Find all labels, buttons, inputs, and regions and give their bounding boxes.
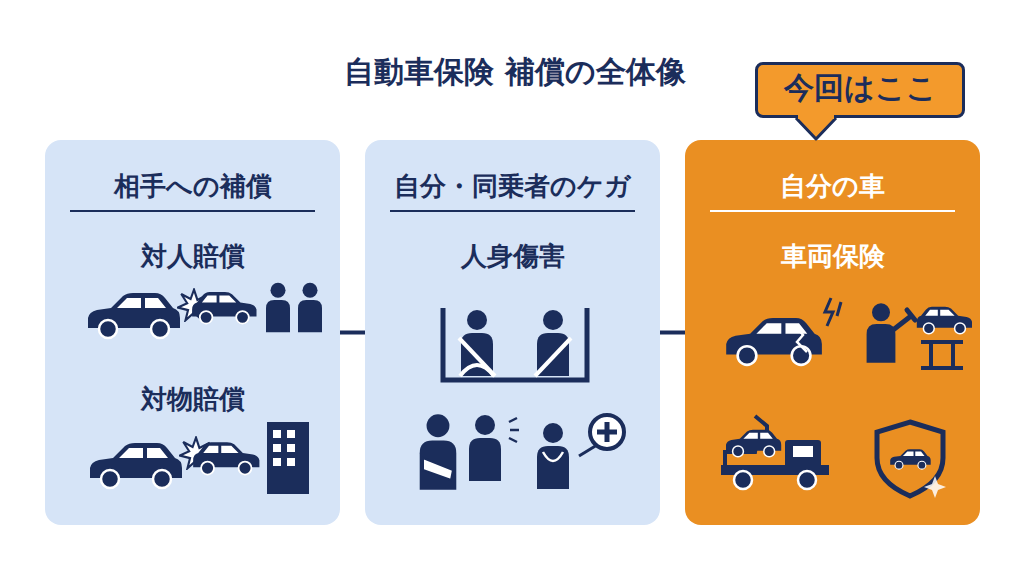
- coverage-name: 対物賠償: [141, 383, 245, 417]
- callout-text: 今回はここ: [784, 68, 937, 107]
- text-slot: 自分・同乗者のケガ: [390, 170, 635, 212]
- coverage-panel: 自分・同乗者のケガ人身傷害: [365, 140, 660, 525]
- coverage-panel: 自分の車車両保険: [685, 140, 980, 525]
- text-slot: 車両保険: [685, 240, 980, 274]
- panel-heading: 自分・同乗者のケガ: [394, 170, 631, 204]
- coverage-name: 車両保険: [781, 240, 885, 274]
- coverage-name: 対人賠償: [141, 240, 245, 274]
- text-slot: 対物賠償: [45, 383, 340, 417]
- panel-connector: [660, 331, 685, 335]
- text-slot: 自分の車: [710, 170, 955, 212]
- text-slot: 相手への補償: [70, 170, 315, 212]
- text-slot: 対人賠償: [45, 240, 340, 274]
- diagram-title: 自動車保険 補償の全体像: [344, 52, 685, 91]
- panel-connector: [340, 331, 365, 335]
- coverage-panel: 相手への補償対人賠償対物賠償: [45, 140, 340, 525]
- coverage-name: 人身傷害: [461, 240, 565, 274]
- callout-bubble: 今回はここ: [755, 62, 965, 118]
- text-slot: 人身傷害: [365, 240, 660, 274]
- text-slot: 今回はここ: [758, 68, 962, 107]
- panel-heading: 相手への補償: [114, 170, 272, 204]
- panel-heading: 自分の車: [780, 170, 885, 204]
